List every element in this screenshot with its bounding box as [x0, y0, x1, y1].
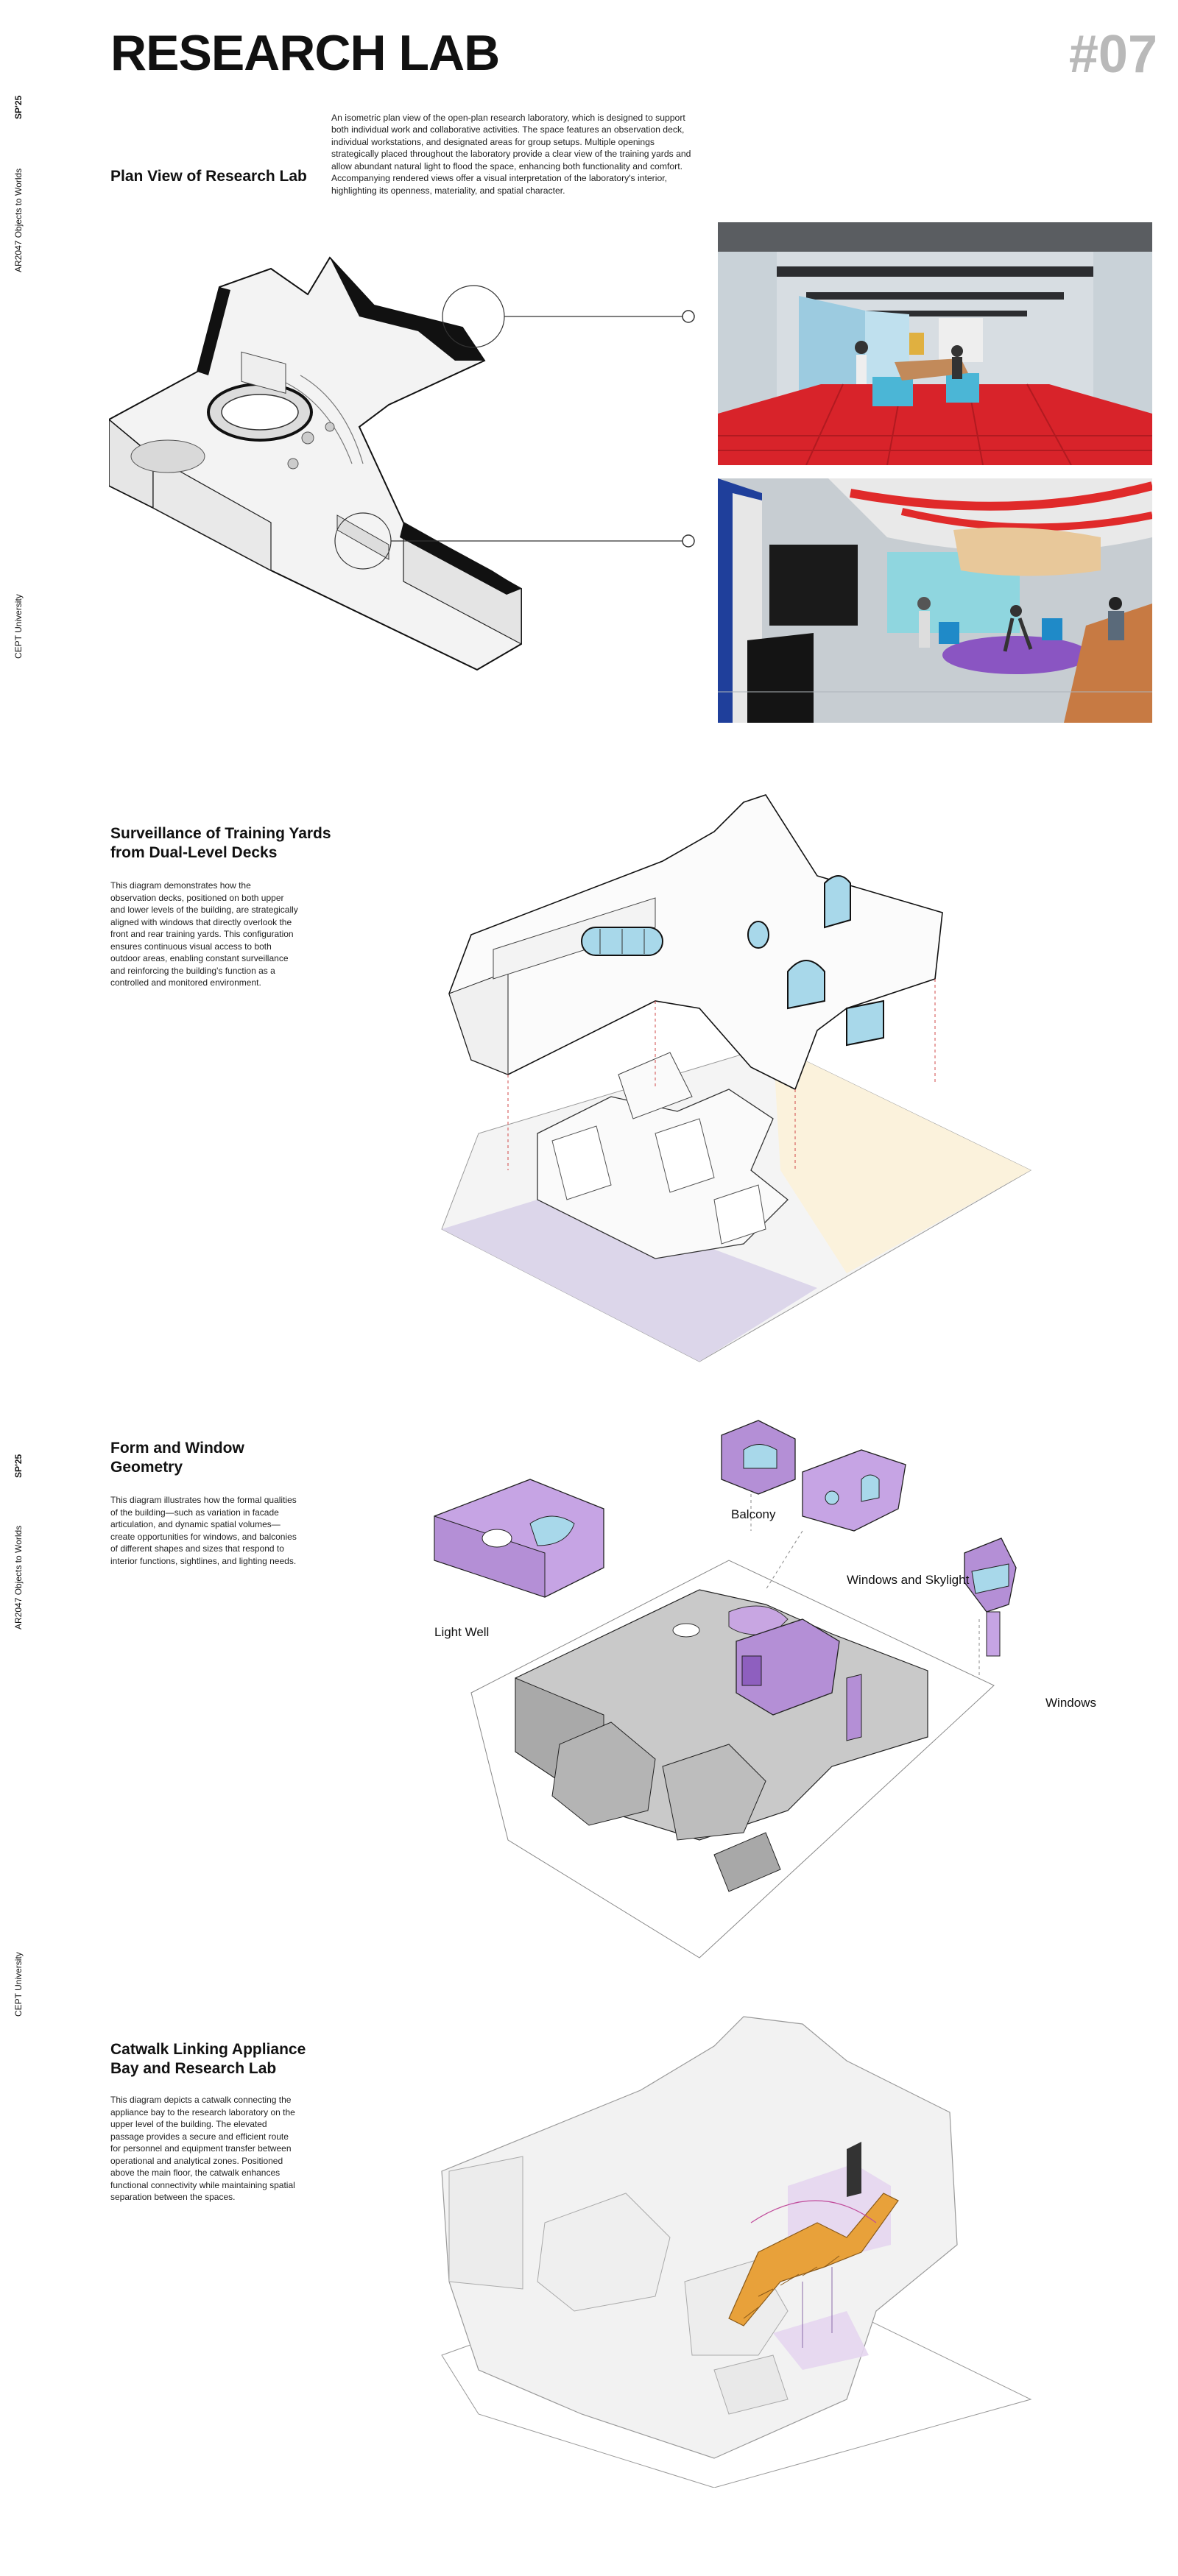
page-title: RESEARCH LAB	[110, 25, 500, 81]
side-label-university-bottom: CEPT University	[13, 1952, 24, 2017]
section-title-plan-view: Plan View of Research Lab	[110, 168, 307, 185]
render-interior-view-2	[718, 478, 1152, 723]
page-number: #07	[1068, 25, 1157, 84]
catwalk-diagram	[441, 2016, 1032, 2488]
side-label-code-bottom: SP'25	[13, 1454, 24, 1478]
side-label-university-top: CEPT University	[13, 594, 24, 659]
intro-paragraph: An isometric plan view of the open-plan …	[331, 113, 691, 196]
section-body-form-window: This diagram illustrates how the formal …	[110, 1495, 297, 1566]
plan-view-isometric-diagram	[109, 256, 695, 671]
side-label-course-top: AR2047 Objects to Worlds	[13, 168, 24, 272]
label-balcony: Balcony	[731, 1507, 776, 1521]
section-body-surveillance: This diagram demonstrates how the observ…	[110, 880, 298, 988]
side-label-code-top: SP'25	[13, 95, 24, 119]
render-interior-view-1	[718, 222, 1152, 465]
section-title-form-window: Form and Window Geometry	[110, 1440, 244, 1476]
label-windows: Windows	[1045, 1696, 1096, 1710]
label-windows-skylight: Windows and Skylight	[847, 1573, 970, 1587]
side-label-course-bottom: AR2047 Objects to Worlds	[13, 1525, 24, 1630]
form-window-geometry-diagram	[434, 1420, 1017, 1958]
label-light-well: Light Well	[434, 1625, 490, 1639]
section-body-catwalk: This diagram depicts a catwalk connectin…	[110, 2095, 295, 2203]
surveillance-decks-diagram	[441, 794, 1032, 1362]
section-title-catwalk: Catwalk Linking Appliance Bay and Resear…	[110, 2041, 306, 2077]
section-title-surveillance: Surveillance of Training Yards from Dual…	[110, 825, 331, 861]
